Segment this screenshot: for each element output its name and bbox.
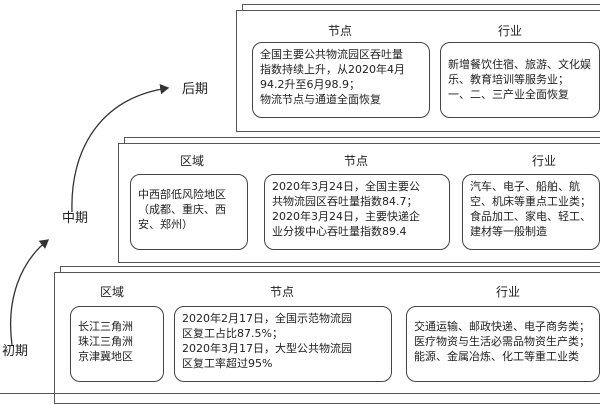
stage-label-late: 后期 [182, 82, 209, 97]
early-nodes-line: 区复工率超过95% [182, 357, 273, 370]
early-industry-line: 医疗物资与生活必需品物资生产类； [414, 335, 590, 348]
early-header-nodes: 节点 [269, 285, 294, 299]
stage-label-early: 初期 [2, 344, 29, 359]
early-industry-line: 交通运输、邮政快递、电子商务类； [414, 320, 590, 333]
early-nodes-line: 区复工占比87.5%； [182, 327, 283, 340]
late-header-industry: 行业 [497, 24, 522, 38]
early-header-region: 区域 [99, 285, 124, 299]
early-nodes-box: 2020年2月17日，全国示范物流园 区复工占比87.5%； 2020年3月17… [174, 306, 392, 382]
late-industry-line: 新增餐饮住宿、旅游、文化娱 [448, 58, 591, 71]
middle-industry-line: 食品加工、家电、轻工、 [470, 210, 591, 223]
late-nodes-line: 94.2升至6月98.9； [260, 78, 360, 91]
late-industry-box: 新增餐饮住宿、旅游、文化娱 乐、教育培训等服务业； 一、二、三产业全面恢复 [440, 42, 600, 118]
early-region-line: 长江三角洲 [78, 320, 133, 333]
middle-nodes-line: 2020年3月24日，全国主要公 [272, 180, 420, 193]
late-nodes-line: 物流节点与通道全面恢复 [260, 93, 381, 106]
early-industry-line: 能源、金属冶炼、化工等重工业类 [414, 350, 579, 363]
middle-region-line: 安、郑州） [138, 218, 193, 231]
middle-industry-line: 建材等一般制造 [470, 225, 547, 238]
middle-region-box: 中西部低风险地区 （成都、重庆、西 安、郑州） [130, 174, 248, 250]
late-nodes-line: 全国主要公共物流园区吞吐量 [260, 48, 403, 61]
early-region-line: 京津冀地区 [78, 350, 133, 363]
early-nodes-line: 2020年3月17日，大型公共物流园 [182, 342, 352, 355]
middle-nodes-line: 2020年3月24日，主要快递企 [272, 210, 420, 223]
middle-region-line: 中西部低风险地区 [138, 188, 226, 201]
middle-nodes-box: 2020年3月24日，全国主要公 共物流园区吞吐量指数84.7； 2020年3月… [264, 174, 450, 250]
middle-industry-box: 汽车、电子、船舶、航 空、机床等重点工业类； 食品加工、家电、轻工、 建材等一般… [462, 174, 600, 250]
baseline-divider [0, 393, 600, 394]
middle-region-line: （成都、重庆、西 [138, 203, 226, 216]
middle-header-nodes: 节点 [343, 154, 368, 168]
middle-header-industry: 行业 [531, 154, 556, 168]
late-industry-line: 一、二、三产业全面恢复 [448, 88, 569, 101]
early-nodes-line: 2020年2月17日，全国示范物流园 [182, 312, 352, 325]
middle-header-region: 区域 [179, 154, 204, 168]
late-nodes-line: 指数持续上升，从2020年4月 [260, 63, 405, 76]
middle-nodes-line: 业分拨中心吞吐量指数89.4 [272, 225, 407, 238]
middle-nodes-line: 共物流园区吞吐量指数84.7； [272, 195, 418, 208]
early-header-industry: 行业 [495, 285, 520, 299]
stage-label-middle: 中期 [62, 211, 89, 226]
early-industry-box: 交通运输、邮政快递、电子商务类； 医疗物资与生活必需品物资生产类； 能源、金属冶… [406, 306, 600, 382]
early-region-box: 长江三角洲 珠江三角洲 京津冀地区 [70, 306, 164, 382]
late-industry-line: 乐、教育培训等服务业； [448, 73, 569, 86]
middle-industry-line: 汽车、电子、船舶、航 [470, 180, 580, 193]
late-nodes-box: 全国主要公共物流园区吞吐量 指数持续上升，从2020年4月 94.2升至6月98… [252, 42, 430, 118]
early-region-line: 珠江三角洲 [78, 335, 133, 348]
middle-industry-line: 空、机床等重点工业类； [470, 195, 591, 208]
late-header-nodes: 节点 [327, 24, 352, 38]
arrow-early-to-middle [9, 239, 50, 346]
arrow-middle-to-late [71, 83, 170, 213]
